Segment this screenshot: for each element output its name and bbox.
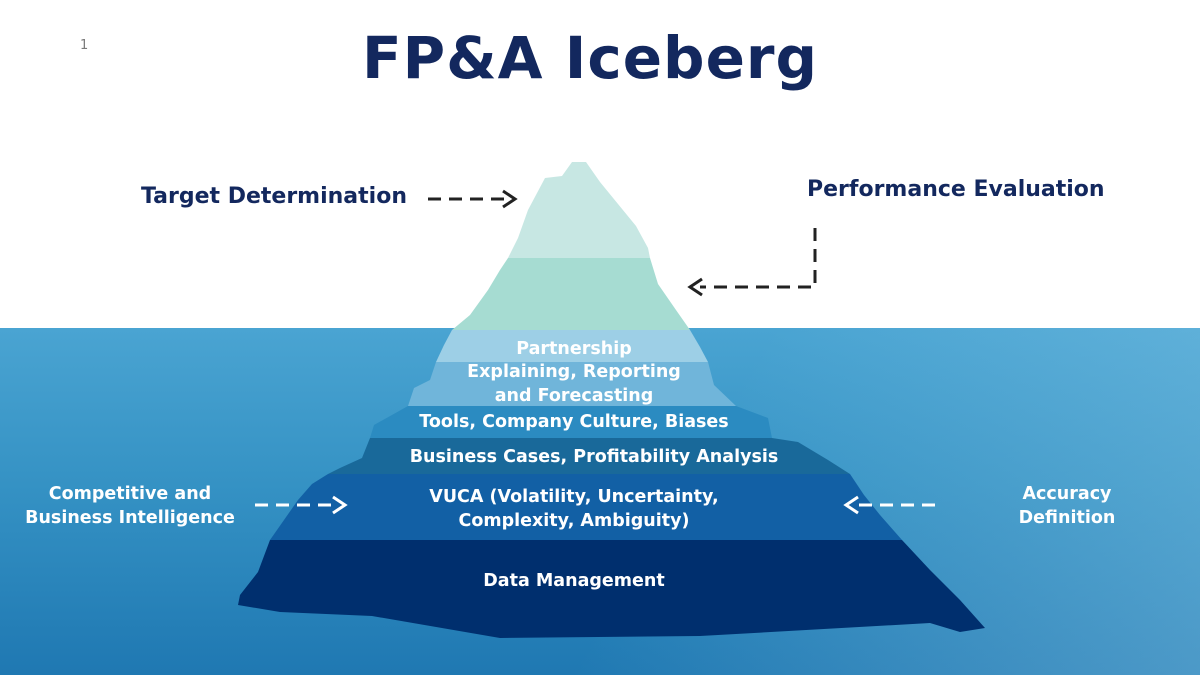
vuca-line2: Complexity, Ambiguity): [458, 511, 690, 531]
accuracy-arrow: [843, 495, 935, 515]
explaining-text: Explaining, Reporting and Forecasting: [424, 360, 724, 408]
partnership-text: Partnership: [516, 339, 632, 359]
layer-explaining: [408, 362, 736, 406]
competitive-intelligence-label: Competitive and Business Intelligence: [10, 482, 250, 530]
layer-vuca: [270, 474, 902, 540]
data-management-text: Data Management: [483, 571, 665, 591]
layer-business-cases: [328, 438, 850, 474]
performance-arrow: [687, 228, 817, 297]
business-cases-text: Business Cases, Profitability Analysis: [409, 447, 779, 467]
accuracy-definition-label: Accuracy Definition: [1007, 482, 1127, 530]
tools-text: Tools, Company Culture, Biases: [419, 412, 729, 432]
iceberg-tip-upper: [508, 162, 650, 258]
page-number: 1: [80, 38, 89, 53]
layer-data-management: [238, 540, 985, 638]
layer-tools: [370, 406, 772, 438]
competitive-label-line2: Business Intelligence: [25, 508, 235, 528]
explaining-line2: and Forecasting: [494, 386, 654, 406]
vuca-text: VUCA (Volatility, Uncertainty, Complexit…: [389, 485, 759, 533]
performance-evaluation-label: Performance Evaluation: [807, 177, 1105, 202]
accuracy-label-line1: Accuracy: [1022, 484, 1112, 504]
vuca-line1: VUCA (Volatility, Uncertainty,: [429, 487, 719, 507]
layer-partnership: [436, 330, 708, 362]
iceberg-tip-lower: [452, 258, 690, 330]
competitive-arrow: [255, 495, 348, 515]
slide-title: FP&A Iceberg: [361, 24, 819, 92]
explaining-line1: Explaining, Reporting: [467, 362, 681, 382]
competitive-label-line1: Competitive and: [48, 484, 212, 504]
target-arrow: [428, 189, 518, 209]
accuracy-label-line2: Definition: [1018, 508, 1116, 528]
target-determination-label: Target Determination: [141, 184, 407, 209]
